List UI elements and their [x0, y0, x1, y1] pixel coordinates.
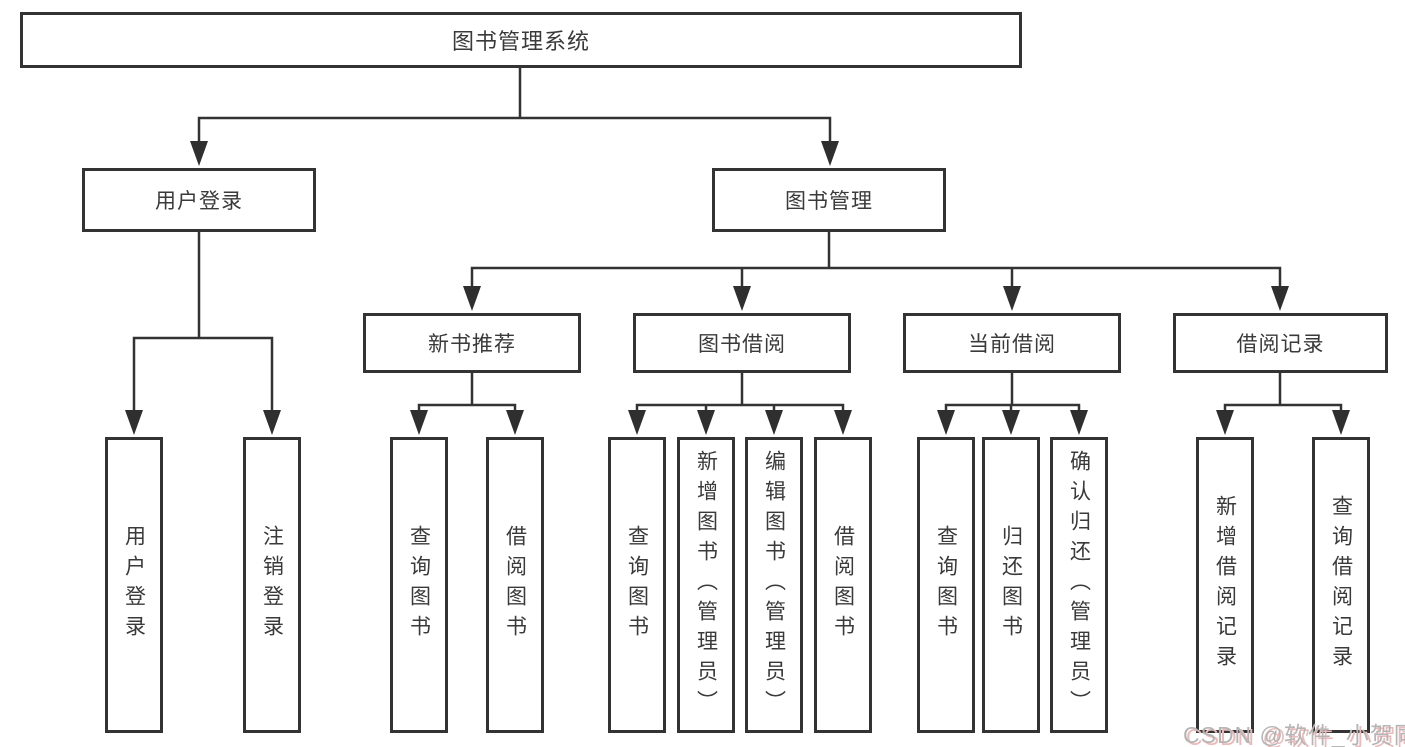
leaf-borrow-books-borrowing: 借阅图书 — [814, 437, 872, 733]
leaf-confirm-return-admin: 确认归还（管理员） — [1050, 437, 1108, 733]
node-label: 用户登录 — [155, 190, 243, 213]
arrowhead-icon — [1003, 286, 1021, 311]
node-current-borrowing: 当前借阅 — [903, 313, 1121, 373]
node-borrowing-records: 借阅记录 — [1173, 313, 1388, 373]
leaf-query-books-borrowing: 查询图书 — [608, 437, 666, 733]
node-label: 查询图书 — [625, 525, 649, 645]
arrowhead-icon — [628, 410, 646, 435]
node-label: 图书管理 — [785, 190, 873, 213]
arrowhead-icon — [1002, 410, 1020, 435]
arrowhead-icon — [765, 410, 783, 435]
leaf-edit-books-admin: 编辑图书（管理员） — [745, 437, 803, 733]
node-label: 当前借阅 — [968, 333, 1056, 356]
arrowhead-icon — [834, 410, 852, 435]
node-new-book-recommendation: 新书推荐 — [363, 313, 581, 373]
leaf-return-books: 归还图书 — [982, 437, 1040, 733]
node-book-borrowing: 图书借阅 — [633, 313, 851, 373]
node-label: 确认归还（管理员） — [1067, 450, 1091, 720]
leaf-user-login: 用户登录 — [105, 437, 163, 733]
node-user-login: 用户登录 — [82, 168, 316, 232]
arrowhead-icon — [410, 410, 428, 435]
arrowhead-icon — [697, 410, 715, 435]
node-label: 图书管理系统 — [451, 29, 590, 54]
node-label: 查询借阅记录 — [1329, 495, 1353, 675]
arrowhead-icon — [125, 410, 143, 435]
leaf-logout: 注销登录 — [243, 437, 301, 733]
node-label: 新增图书（管理员） — [694, 450, 718, 720]
arrowhead-icon — [190, 141, 208, 166]
arrowhead-icon — [937, 410, 955, 435]
arrowhead-icon — [463, 286, 481, 311]
node-label: 编辑图书（管理员） — [762, 450, 786, 720]
leaf-add-books-admin: 新增图书（管理员） — [677, 437, 735, 733]
node-label: 新书推荐 — [428, 333, 516, 356]
node-book-management: 图书管理 — [712, 168, 946, 232]
leaf-query-borrow-record: 查询借阅记录 — [1312, 437, 1370, 733]
connector-path — [132, 66, 1343, 414]
arrowhead-icon — [1216, 410, 1234, 435]
node-label: 归还图书 — [999, 525, 1023, 645]
node-label: 借阅记录 — [1236, 333, 1325, 356]
node-label: 查询图书 — [407, 525, 431, 645]
arrowhead-icon — [506, 410, 524, 435]
arrowhead-icon — [263, 410, 281, 435]
arrowhead-icon — [1332, 410, 1350, 435]
arrowhead-icon — [1271, 286, 1289, 311]
csdn-watermark: CSDN @软件_小贺同学 — [1183, 722, 1405, 747]
leaf-add-borrow-record: 新增借阅记录 — [1196, 437, 1254, 733]
node-label: 注销登录 — [260, 525, 284, 645]
node-label: 借阅图书 — [831, 525, 855, 645]
leaf-borrow-books-recommendation: 借阅图书 — [486, 437, 544, 733]
node-label: 用户登录 — [122, 525, 146, 645]
node-label: 新增借阅记录 — [1213, 495, 1237, 675]
arrowheads — [125, 141, 1350, 435]
node-label: 图书借阅 — [698, 333, 786, 356]
node-label: 借阅图书 — [503, 525, 527, 645]
arrowhead-icon — [821, 141, 839, 166]
leaf-query-books-current: 查询图书 — [917, 437, 975, 733]
arrowhead-icon — [733, 286, 751, 311]
node-label: 查询图书 — [934, 525, 958, 645]
leaf-query-books-recommendation: 查询图书 — [390, 437, 448, 733]
arrowhead-icon — [1070, 410, 1088, 435]
node-library-management-system: 图书管理系统 — [20, 12, 1022, 68]
